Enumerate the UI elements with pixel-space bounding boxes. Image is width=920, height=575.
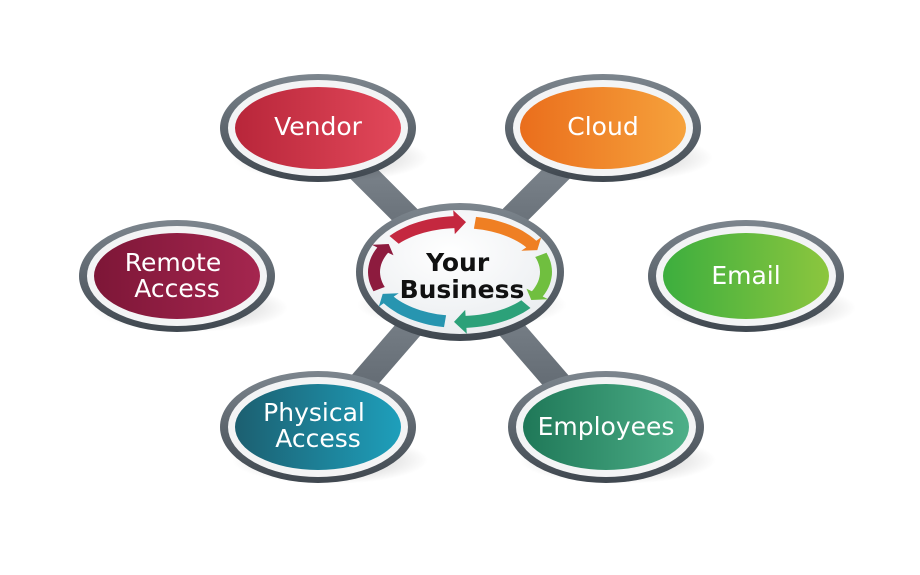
center-fill [363,210,557,334]
node-fill [235,384,401,470]
node-cloud: Cloud [505,74,713,182]
cycle-arrow [454,300,531,334]
cycle-arrow [368,244,394,292]
node-fill [663,233,829,319]
node-fill [520,87,686,169]
cycle-arrows [368,210,552,334]
node-fill [235,87,401,169]
node-physical-access: Physical Access [220,371,428,484]
node-label-email: Email [711,261,780,290]
node-label-vendor: Vendor [274,112,363,141]
node-label-line: Access [134,274,220,303]
node-label-line: Access [275,424,361,453]
center-title-line: Business [400,275,525,304]
node-label-line: Employees [538,412,675,441]
node-email: Email [648,220,856,332]
node-fill [523,384,689,470]
node-fill [94,233,260,319]
node-label-line: Cloud [567,112,638,141]
node-vendor: Vendor [220,74,428,182]
node-label-line: Remote [125,248,221,277]
node-label-employees: Employees [538,412,675,441]
center-hub: Your Business [356,203,567,341]
cycle-arrow [389,210,466,244]
cycle-arrow [378,293,447,328]
node-remote-access: Remote Access [79,220,288,332]
center-title-line: Your [425,248,490,277]
node-label-line: Vendor [274,112,363,141]
cycle-arrow [473,216,542,251]
center-title: Your Business [400,248,525,304]
node-employees: Employees [508,371,716,484]
node-label-line: Email [711,261,780,290]
node-label-remote-access: Remote Access [125,248,229,303]
cycle-arrow [526,252,552,300]
node-label-physical-access: Physical Access [263,398,373,453]
node-label-cloud: Cloud [567,112,638,141]
node-label-line: Physical [263,398,365,427]
